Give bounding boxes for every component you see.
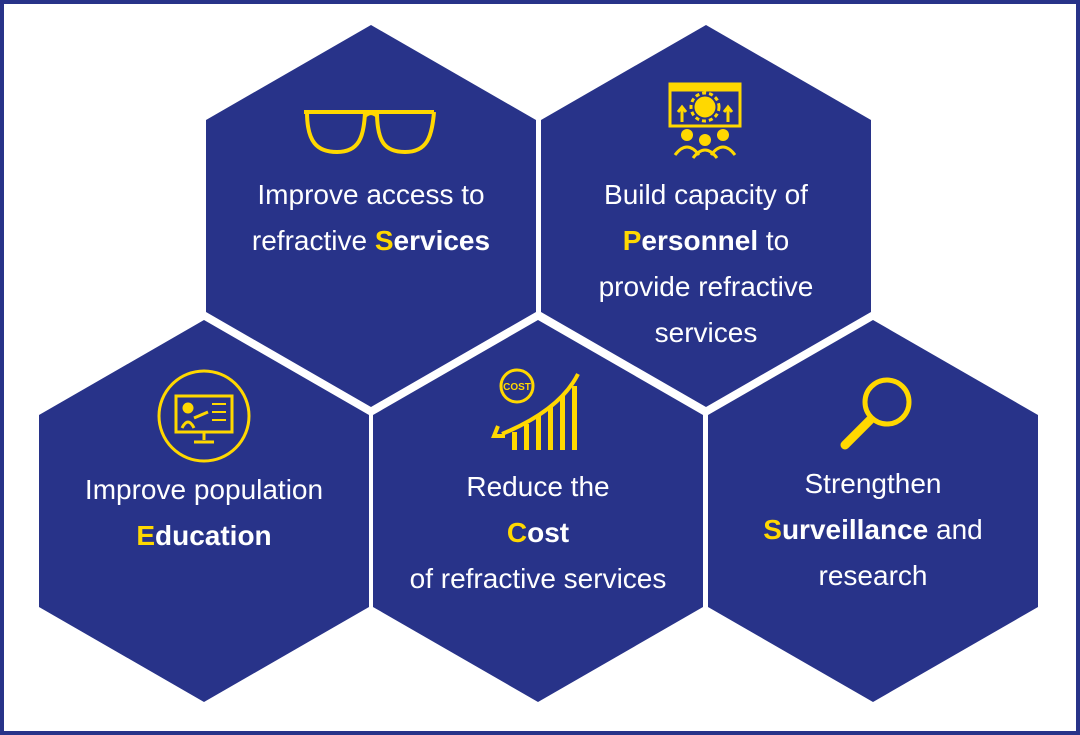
key-word: ost bbox=[527, 517, 570, 548]
hexagon-surveillance bbox=[708, 320, 1038, 702]
label-line: refractive bbox=[251, 225, 375, 256]
key-word: urveillance bbox=[781, 514, 929, 545]
label-line: and bbox=[928, 514, 983, 545]
hexagon-personnel bbox=[541, 25, 871, 407]
key-word: ducation bbox=[155, 520, 272, 551]
label-cost: Reduce the Cost of refractive services bbox=[378, 464, 698, 602]
svg-text:COST: COST bbox=[503, 382, 531, 393]
label-services: Improve access to refractive Services bbox=[211, 172, 531, 264]
cost-reduction-chart-icon: COST bbox=[491, 368, 580, 450]
label-education: Improve population Education bbox=[44, 467, 364, 559]
hexagon-cost bbox=[373, 320, 703, 702]
key-initial: S bbox=[374, 225, 394, 256]
label-line: Strengthen bbox=[804, 468, 942, 499]
hexagon-services bbox=[206, 25, 536, 407]
label-line: provide refractive bbox=[598, 271, 814, 302]
key-initial: C bbox=[506, 517, 528, 548]
label-personnel: Build capacity of Personnel to provide r… bbox=[546, 172, 866, 356]
magnifying-glass-icon bbox=[840, 377, 912, 450]
label-line: of refractive services bbox=[409, 563, 667, 594]
label-line: Reduce the bbox=[466, 471, 610, 502]
key-initial: E bbox=[136, 520, 155, 551]
key-initial: P bbox=[622, 225, 642, 256]
key-word: ersonnel bbox=[641, 225, 759, 256]
glasses-icon bbox=[304, 110, 436, 155]
label-surveillance: Strengthen Surveillance and research bbox=[713, 461, 1033, 599]
label-line: research bbox=[818, 560, 928, 591]
label-line: services bbox=[654, 317, 758, 348]
label-line: to bbox=[758, 225, 790, 256]
training-presentation-icon bbox=[668, 82, 742, 159]
label-line: Improve access to bbox=[257, 179, 485, 210]
key-initial: S bbox=[763, 514, 782, 545]
label-line: Build capacity of bbox=[604, 179, 808, 210]
key-word: ervices bbox=[393, 225, 491, 256]
hexagon-education bbox=[39, 320, 369, 702]
label-line: Improve population bbox=[84, 474, 324, 505]
online-teaching-monitor-icon bbox=[157, 369, 251, 463]
